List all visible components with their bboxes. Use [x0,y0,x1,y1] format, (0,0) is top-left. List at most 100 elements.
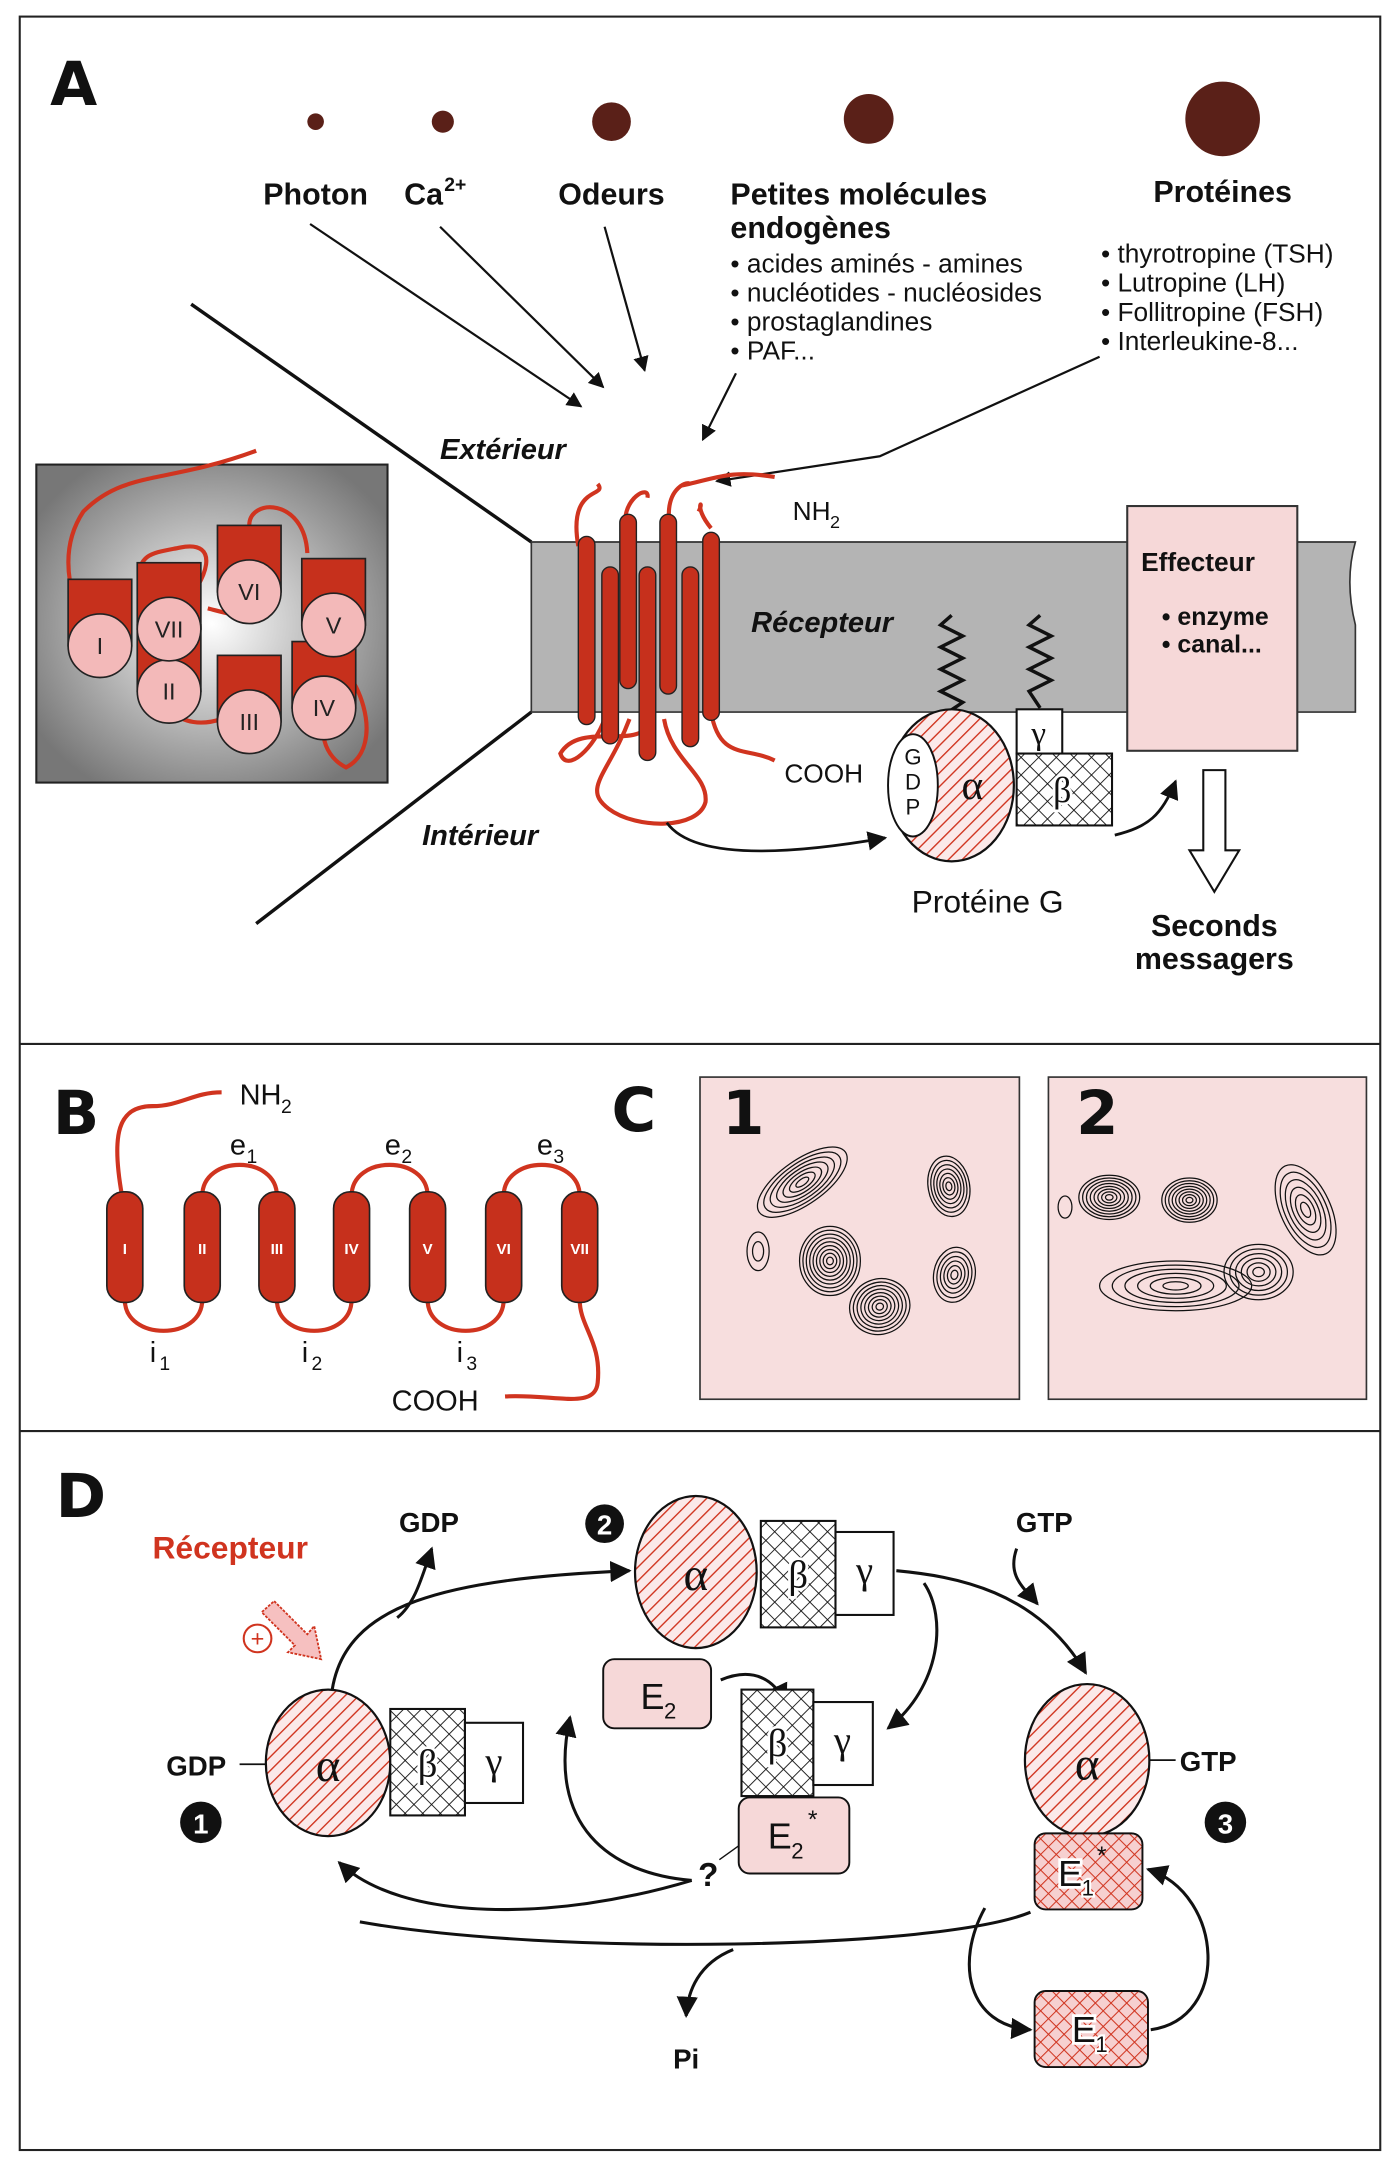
e1star-subscript: 1 [1082,1876,1094,1901]
gtp-hydrolysis-arrow [359,1910,1032,1946]
alpha-symbol: α [684,1549,709,1601]
density-contour [860,1288,900,1325]
density-contour [1240,1257,1277,1287]
density-contour [815,1244,845,1277]
small-molecules-title-2: endogènes [730,211,891,245]
arrow [439,225,605,389]
density-contour [867,1295,892,1318]
intracellular-loop-label: i [150,1337,156,1369]
calcium-label: Ca [404,178,444,212]
density-contour [1185,1196,1194,1204]
helix-numeral: III [271,1241,284,1258]
gdp-released-label: GDP [399,1507,459,1538]
density-map-1 [699,1076,1021,1401]
density-contour [1178,1191,1201,1210]
proteins-title: Protéines [1153,175,1292,209]
density-contour [864,1291,896,1322]
loop-subscript: 2 [401,1146,412,1168]
density-contour [1294,1194,1317,1226]
helix-numeral: II [198,1241,206,1258]
extracellular-loop-label: e [230,1130,246,1162]
beta-subunit [1015,752,1114,827]
arrow [603,226,649,373]
density-contour [871,1298,888,1315]
gamma-symbol: γ [484,1741,502,1783]
e1star-asterisk: * [1097,1842,1107,1870]
cylinder-end [216,559,282,625]
density-contour [805,1233,855,1289]
density-contour [939,1255,970,1294]
protein-item: • thyrotropine (TSH) [1101,239,1334,269]
small-molecule-item: • nucléotides - nucléosides [730,277,1041,307]
effector-e1-active [1033,1832,1144,1911]
helix-numeral: IV [313,695,336,721]
cylinder-end [216,689,282,755]
density-contour [1057,1195,1073,1219]
receptor-loops [558,472,776,826]
helix-numeral: I [97,633,104,659]
gdp-release-arrow [396,1546,436,1619]
plus-sign: + [251,1626,265,1652]
density-contour [1274,1164,1337,1256]
cylinder-end [67,613,133,679]
helix [619,513,638,690]
second-messengers-label: messagers [1135,942,1294,976]
density-contour [1175,1188,1204,1212]
arrow [330,1560,632,1690]
nh2-label: NH [793,496,831,526]
cone-line [255,710,533,925]
density-contour [1289,1186,1322,1233]
activation-arrow [665,821,888,853]
protein-item: • Follitropine (FSH) [1101,297,1323,327]
cycle-arrows [330,1546,1210,2040]
arrow [555,1715,692,1882]
density-contour [930,1159,968,1213]
density-contour [1171,1185,1208,1215]
cylinder-end [300,592,367,658]
panel-label-b: B [53,1079,99,1149]
density-contour [942,1177,956,1196]
step-badge-2 [585,1504,624,1544]
b-nh2-label: NH [240,1080,282,1112]
density-contour [812,1241,848,1281]
panel-c: C 1 2 [612,1076,1368,1401]
ligand-size-dots [307,81,1260,157]
gamma-symbol: γ [855,1550,873,1592]
topology-helix [258,1191,296,1304]
arrow [1145,1865,1210,2032]
e1-subscript: 1 [1095,2032,1107,2057]
topology-helix [183,1191,222,1304]
density-contour [932,1246,977,1303]
effector-e2-active [737,1796,851,1875]
gdp-letter: D [905,769,921,794]
lipid-anchor-zigzag [936,613,967,726]
e1-label: E [1072,2009,1096,2050]
density-contour [802,1229,858,1293]
panel-label-d: D [56,1462,107,1532]
density-contour [1223,1243,1294,1301]
density-contour [788,1171,816,1193]
receptor-7tm [558,472,776,826]
helix [659,513,678,695]
density-contour [1162,1281,1189,1291]
density-contour [1149,1276,1202,1295]
extracellular-loop-label: e [537,1130,553,1162]
density-contour [1124,1268,1227,1304]
effector-title: Effecteur [1141,547,1255,577]
gtp-binding-arrow [1012,1548,1039,1606]
e2-label: E [641,1676,665,1717]
b-cooh-label: COOH [392,1385,479,1417]
alpha-symbol: α [1075,1738,1100,1790]
density-contour [798,1225,862,1297]
loop-subscript: 1 [159,1353,170,1375]
pi-release-arrow [676,1948,734,2019]
small-molecule-item: • acides aminés - amines [730,248,1022,278]
e2star-subscript: 2 [791,1838,803,1863]
intracellular-loop-label: i [457,1337,463,1369]
arrow [715,355,1101,487]
arrow [701,372,737,442]
beta-symbol: β [788,1554,808,1596]
density-contour [1279,1171,1332,1249]
density-contour [943,1260,966,1290]
